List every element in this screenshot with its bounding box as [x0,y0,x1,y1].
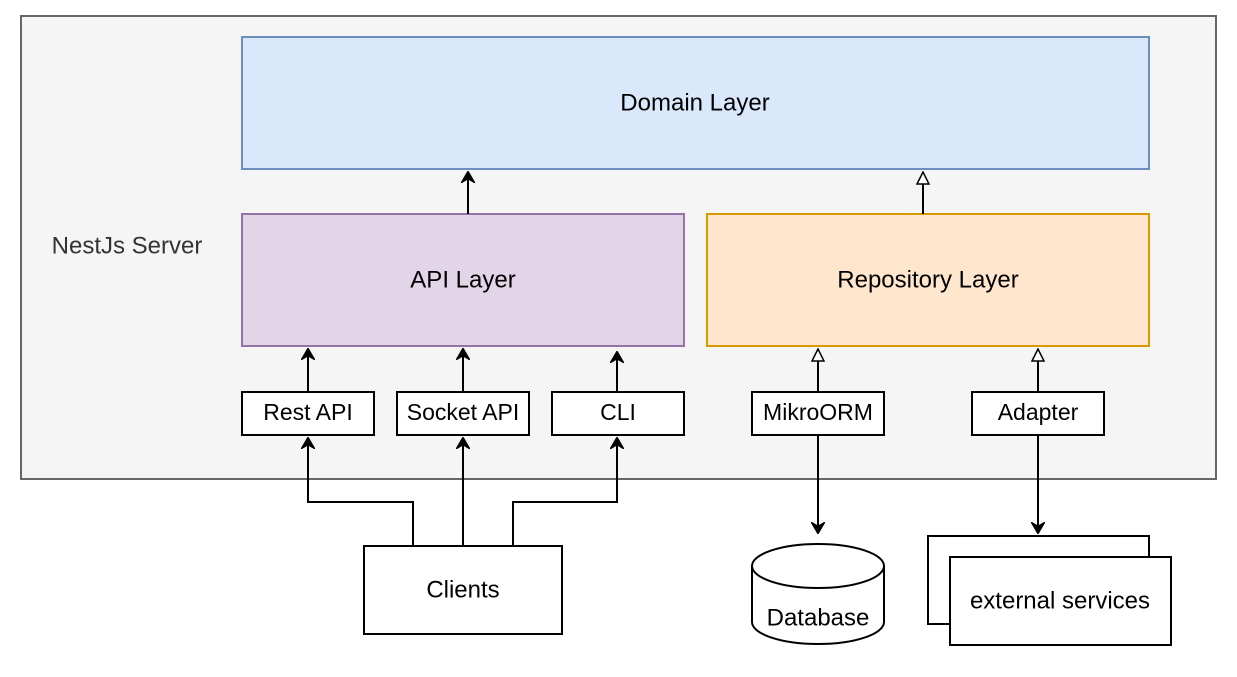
cli-box[interactable] [551,391,685,436]
database-cylinder-top[interactable] [751,543,885,589]
api-layer[interactable]: API Layer [241,213,685,347]
external-services-node[interactable]: external services [927,535,1172,646]
repository-layer-box[interactable] [706,213,1150,347]
mikroorm-box[interactable] [751,391,885,436]
mikroorm-label: MikroORM [763,399,873,425]
socket-api-module[interactable]: Socket API [396,391,530,436]
connectors [308,172,1038,546]
domain-layer-label: Domain Layer [620,89,769,116]
adapter-module[interactable]: Adapter [971,391,1105,436]
adapter-box[interactable] [971,391,1105,436]
mikroorm-module[interactable]: MikroORM [751,391,885,436]
repository-layer[interactable]: Repository Layer [706,213,1150,347]
socket-api-label: Socket API [407,399,520,425]
rest-api-label: Rest API [263,399,352,425]
api-layer-box[interactable] [241,213,685,347]
api-layer-label: API Layer [410,266,515,293]
adapter-label: Adapter [998,399,1079,425]
cli-module[interactable]: CLI [551,391,685,436]
external-services-label: external services [970,587,1150,614]
database-label: Database [767,604,870,631]
edge-clients-to-rest-api [308,438,414,546]
domain-layer-box[interactable] [241,36,1150,170]
cli-label: CLI [600,399,636,425]
clients-label: Clients [426,576,499,603]
edge-clients-to-cli [512,438,617,546]
rest-api-module[interactable]: Rest API [241,391,375,436]
socket-api-box[interactable] [396,391,530,436]
database-node[interactable]: Database [751,543,885,645]
clients-node[interactable]: Clients [363,545,563,635]
domain-layer[interactable]: Domain Layer [241,36,1150,170]
repository-layer-label: Repository Layer [837,266,1018,293]
nestjs-server-label: NestJs Server [52,232,203,259]
external-services-front-box[interactable] [949,556,1172,646]
